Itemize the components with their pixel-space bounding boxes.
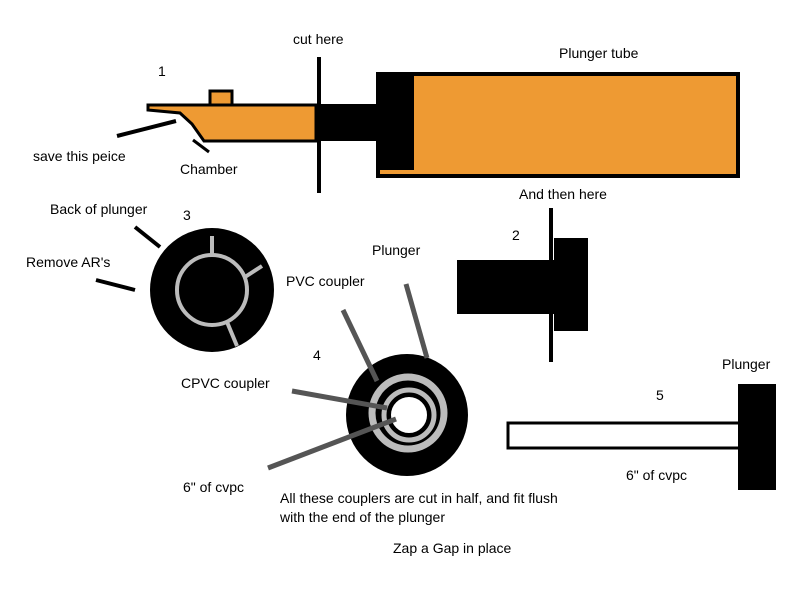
step-number-5: 5 <box>656 387 664 403</box>
label-cut-here: cut here <box>293 31 344 47</box>
step-number-4: 4 <box>313 347 321 363</box>
label-plunger-4: Plunger <box>372 242 421 258</box>
cvpc-pipe-end <box>389 395 429 435</box>
note-line-1: All these couplers are cut in half, and … <box>280 490 558 506</box>
pointer-pvc-coupler <box>340 308 380 383</box>
step-number-3: 3 <box>183 207 191 223</box>
plunger-back-disc <box>150 228 274 352</box>
pointer-back-of-plunger <box>133 225 162 249</box>
pointer-save-piece <box>116 119 177 138</box>
label-plunger-5: Plunger <box>722 356 771 372</box>
ar-spoke-right <box>243 264 264 279</box>
label-cvpc-4: 6" of cvpc <box>183 479 244 495</box>
label-back-of-plunger: Back of plunger <box>50 201 148 217</box>
pointer-plunger-4 <box>403 283 430 359</box>
pvc-coupler-ring <box>368 373 448 453</box>
pointer-chamber <box>192 138 210 154</box>
cpvc-coupler-ring <box>381 387 437 443</box>
note-line-2: with the end of the plunger <box>280 509 446 525</box>
coupler-assembly <box>267 283 468 476</box>
plunger-tube-body <box>376 72 740 178</box>
chamber-tab <box>208 89 234 107</box>
step-number-2: 2 <box>512 227 520 243</box>
label-save-piece: save this peice <box>33 148 126 164</box>
cvpc-rod <box>506 421 742 450</box>
label-cvpc-5: 6" of cvpc <box>626 467 687 483</box>
cut-plunger-part <box>457 208 588 362</box>
label-pvc-coupler: PVC coupler <box>286 273 365 289</box>
pointer-cvpc-4 <box>267 416 397 471</box>
ar-spoke-bottom <box>225 321 239 347</box>
label-chamber: Chamber <box>180 161 238 177</box>
plunger-rod-stub <box>316 104 380 141</box>
plunger-head-final <box>738 384 776 490</box>
label-cpvc-coupler: CPVC coupler <box>181 375 270 391</box>
plunger-rod-cut <box>457 260 559 314</box>
plunger-head-inside-tube <box>380 76 414 170</box>
plunger-tube-assembly <box>116 57 740 193</box>
back-of-plunger <box>95 225 274 352</box>
plunger-head-cut <box>554 238 588 331</box>
label-and-then-here: And then here <box>519 186 607 202</box>
label-plunger-tube: Plunger tube <box>559 45 639 61</box>
step-number-1: 1 <box>158 63 166 79</box>
label-remove-ars: Remove AR's <box>26 254 111 270</box>
note-line-3: Zap a Gap in place <box>393 540 512 556</box>
pointer-remove-ars <box>95 278 136 292</box>
pointer-cpvc-coupler <box>291 388 388 411</box>
final-plunger <box>506 384 776 490</box>
